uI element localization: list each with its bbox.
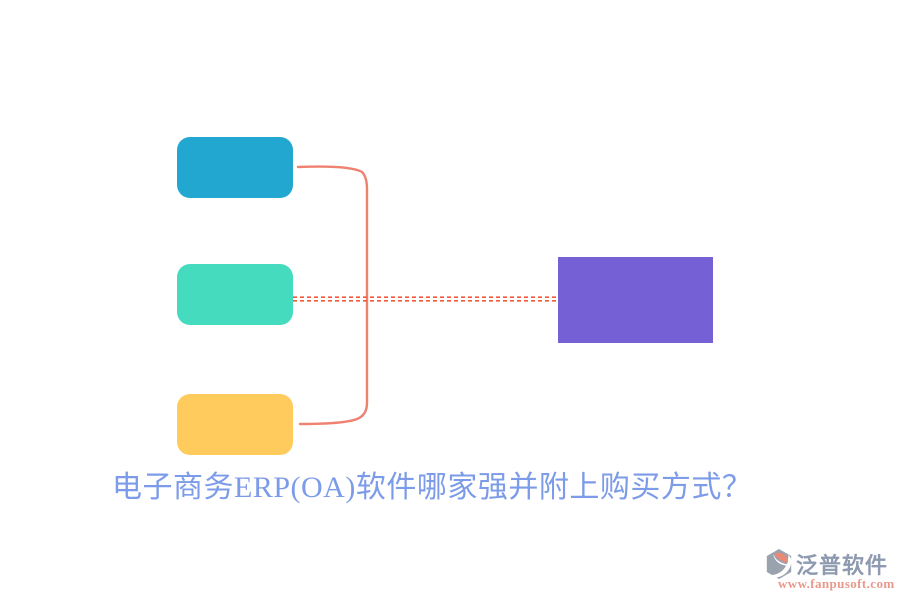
watermark-url-text: www.fanpusoft.com (778, 576, 895, 591)
node-bottom (177, 394, 293, 455)
watermark: 泛普软件 (764, 548, 888, 580)
bracket-connector (296, 165, 369, 426)
watermark-brand-text: 泛普软件 (796, 553, 889, 578)
node-middle (177, 264, 293, 325)
node-right (558, 257, 713, 343)
node-top (177, 137, 293, 198)
fanpu-logo-icon (766, 549, 792, 579)
caption-title: 电子商务ERP(OA)软件哪家强并附上购买方式？ (112, 471, 753, 504)
